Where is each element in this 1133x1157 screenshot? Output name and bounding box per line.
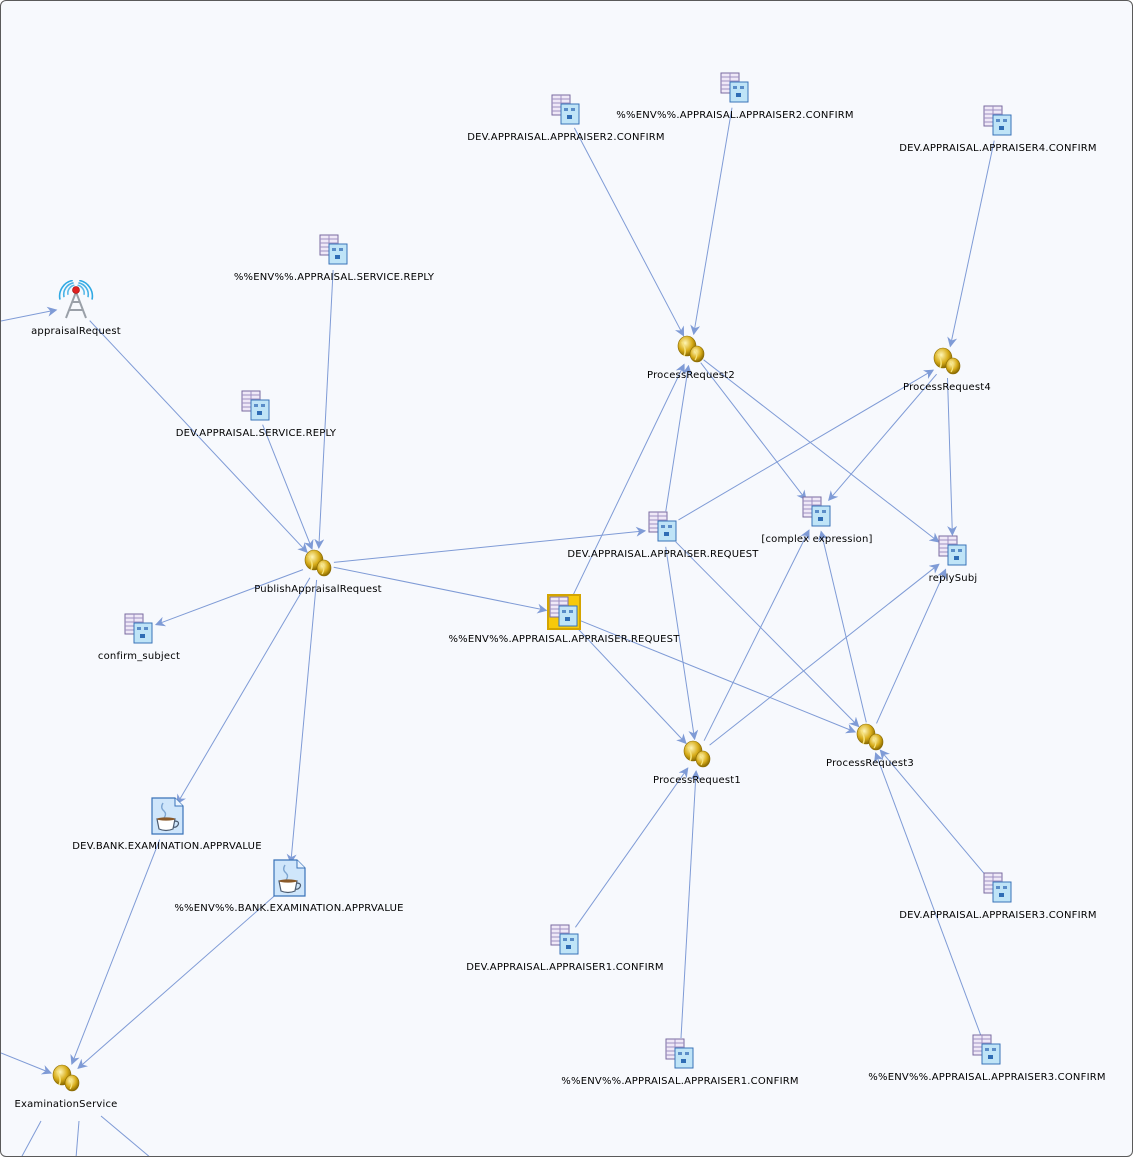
edge-n_pr1-to-n_rs[interactable] <box>709 563 940 746</box>
edge-n_devsr-to-n_par[interactable] <box>262 424 314 551</box>
node-label: [complex expression] <box>761 534 873 545</box>
node-label: DEV.APPRAISAL.APPRAISER3.CONFIRM <box>899 910 1097 921</box>
edge-offscreen-left-to-n_es[interactable] <box>1 1052 53 1075</box>
destination-queue-icon <box>983 105 1013 137</box>
java-class-icon <box>149 797 185 835</box>
node-label: %%ENV%%.APPRAISAL.APPRAISER3.CONFIRM <box>868 1072 1106 1083</box>
edge-n_devreq-to-n_pr2[interactable] <box>665 364 693 512</box>
edge-n_pr3-to-n_cx[interactable] <box>818 530 867 723</box>
node-label: DEV.BANK.EXAMINATION.APPRVALUE <box>72 841 262 852</box>
process-starter-icon <box>682 739 712 769</box>
edge-offscreen-left-to-n_ar[interactable] <box>1 306 58 322</box>
destination-queue-icon <box>547 594 581 630</box>
node-label: confirm_subject <box>97 651 181 662</box>
node-label: %%ENV%%.APPRAISAL.APPRAISER2.CONFIRM <box>616 110 854 121</box>
edge-n_par-to-n_devbank[interactable] <box>176 577 311 805</box>
node-label: %%ENV%%.APPRAISAL.APPRAISER.REQUEST <box>448 634 680 645</box>
process-starter-icon <box>676 334 706 364</box>
edge-n_ar-to-n_par[interactable] <box>89 320 308 554</box>
node-label: %%ENV%%.BANK.EXAMINATION.APPRVALUE <box>174 903 404 914</box>
edge-n_pr2-to-n_rs[interactable] <box>703 359 940 543</box>
edge-n_pr4-to-n_rs[interactable] <box>947 377 958 536</box>
destination-queue-icon <box>802 496 832 528</box>
node-label: %%ENV%%.APPRAISAL.APPRAISER1.CONFIRM <box>561 1076 799 1087</box>
edge-n_pr4-to-n_cx[interactable] <box>828 373 937 502</box>
edge-n_devreq-to-n_pr3[interactable] <box>675 541 860 728</box>
node-label: replySubj <box>928 573 978 584</box>
edge-n_envreq-to-n_pr3[interactable] <box>580 620 857 734</box>
edge-offscreen[interactable] <box>21 1120 42 1156</box>
node-label: DEV.APPRAISAL.SERVICE.REPLY <box>175 428 337 439</box>
destination-queue-icon <box>972 1034 1002 1066</box>
node-label: ProcessRequest4 <box>903 382 991 393</box>
node-label: ProcessRequest1 <box>653 775 741 786</box>
node-label: DEV.APPRAISAL.APPRAISER1.CONFIRM <box>466 962 664 973</box>
edge-n_envsr-to-n_par[interactable] <box>314 269 334 549</box>
process-starter-icon <box>51 1063 81 1093</box>
edge-n_devbank-to-n_es[interactable] <box>70 839 161 1066</box>
destination-queue-icon <box>550 924 580 956</box>
edge-n_env1c-to-n_pr1[interactable] <box>680 770 701 1039</box>
destination-queue-icon <box>319 234 349 266</box>
edge-n_devreq-to-n_pr1[interactable] <box>665 546 699 741</box>
process-starter-icon <box>932 346 962 376</box>
edge-n_devreq-to-n_pr4[interactable] <box>678 369 935 521</box>
edge-offscreen[interactable] <box>100 1115 151 1156</box>
edge-n_envreq-to-n_pr1[interactable] <box>576 626 687 745</box>
process-starter-icon <box>303 548 333 578</box>
edge-n_envbank-to-n_es[interactable] <box>77 895 275 1070</box>
edge-n_dev4c-to-n_pr4[interactable] <box>947 140 995 348</box>
process-starter-icon <box>855 722 885 752</box>
edge-n_dev1c-to-n_pr1[interactable] <box>574 767 689 928</box>
edge-n_pr2-to-n_cx[interactable] <box>700 362 807 501</box>
edge-n_pr1-to-n_cx[interactable] <box>703 529 810 741</box>
edge-n_dev2c-to-n_pr2[interactable] <box>573 127 685 337</box>
node-label: ProcessRequest3 <box>826 758 914 769</box>
node-label: ProcessRequest2 <box>647 370 735 381</box>
destination-queue-icon <box>938 535 968 567</box>
node-label: DEV.APPRAISAL.APPRAISER2.CONFIRM <box>467 132 665 143</box>
destination-queue-icon <box>551 94 581 126</box>
destination-queue-icon <box>983 872 1013 904</box>
signal-antenna-icon <box>54 279 98 320</box>
java-class-icon <box>271 859 307 897</box>
node-label: PublishAppraisalRequest <box>254 584 382 595</box>
edge-n_pr3-to-n_rs[interactable] <box>876 568 947 724</box>
edge-offscreen[interactable] <box>75 1120 80 1156</box>
node-label: DEV.APPRAISAL.APPRAISER4.CONFIRM <box>899 143 1097 154</box>
node-label: ExaminationService <box>14 1099 118 1110</box>
edge-n_par-to-n_envbank[interactable] <box>286 579 318 865</box>
destination-queue-icon <box>720 72 750 104</box>
destination-queue-icon <box>665 1038 695 1070</box>
node-label: DEV.APPRAISAL.APPRAISER.REQUEST <box>567 549 759 560</box>
edge-n_dev3c-to-n_pr3[interactable] <box>879 749 987 877</box>
edge-n_par-to-n_cs[interactable] <box>154 569 304 627</box>
edge-n_par-to-n_devreq[interactable] <box>333 526 647 563</box>
edge-n_par-to-n_envreq[interactable] <box>333 566 548 614</box>
destination-queue-icon <box>241 390 271 422</box>
node-label: %%ENV%%.APPRAISAL.SERVICE.REPLY <box>233 272 435 283</box>
edge-n_env3c-to-n_pr3[interactable] <box>874 752 982 1036</box>
node-label: appraisalRequest <box>31 326 121 337</box>
destination-queue-icon <box>124 613 154 645</box>
edge-n_env2c-to-n_pr2[interactable] <box>690 107 733 336</box>
destination-queue-icon <box>648 511 678 543</box>
edge-n_envreq-to-n_pr2[interactable] <box>571 363 685 599</box>
